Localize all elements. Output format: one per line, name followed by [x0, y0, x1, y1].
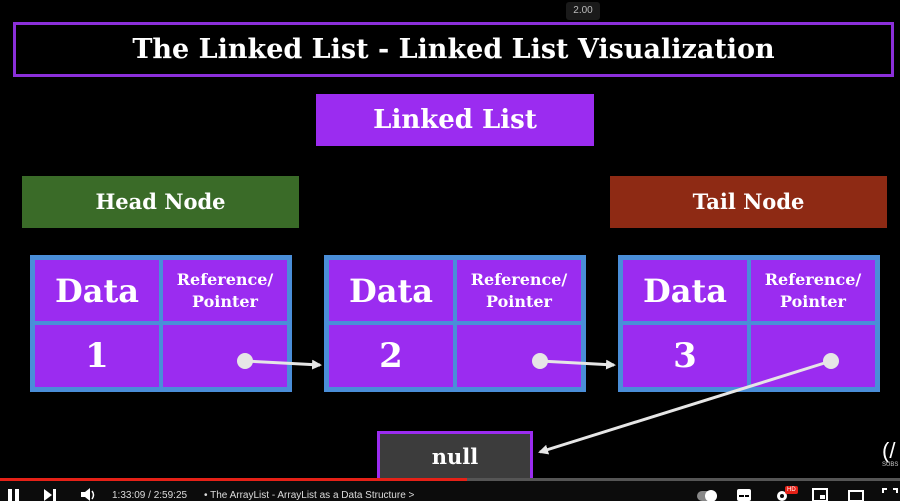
- node-pointer-cell: [749, 323, 877, 389]
- progress-bar-played: [0, 478, 468, 481]
- list-node-2: Data Reference/ Pointer 2: [324, 255, 586, 392]
- theater-mode-icon[interactable]: [848, 487, 864, 501]
- subtitles-icon[interactable]: [736, 487, 752, 501]
- node-value: 3: [621, 323, 749, 389]
- list-node-1: Data Reference/ Pointer 1: [30, 255, 292, 392]
- time-display: 1:33:09 / 2:59:25: [112, 490, 187, 501]
- next-icon[interactable]: [42, 487, 58, 501]
- pause-icon[interactable]: [6, 487, 22, 501]
- autoplay-toggle-icon[interactable]: [696, 487, 718, 501]
- watermark-subtext: SUBS: [882, 462, 899, 468]
- channel-watermark[interactable]: (/ SUBS: [882, 438, 900, 474]
- volume-icon[interactable]: [80, 487, 96, 501]
- chapter-title: The ArrayList - ArrayList as a Data Stru…: [210, 490, 406, 501]
- node-data-header: Data: [33, 258, 161, 323]
- watermark-glyph: (/: [882, 438, 896, 463]
- linked-list-label: Linked List: [316, 94, 594, 146]
- tail-node-label: Tail Node: [610, 176, 887, 228]
- node-value: 1: [33, 323, 161, 389]
- chapter-button[interactable]: • The ArrayList - ArrayList as a Data St…: [204, 490, 414, 501]
- duration: 2:59:25: [153, 490, 188, 501]
- arrow-node3-to-null: [538, 353, 839, 455]
- miniplayer-icon[interactable]: [812, 487, 828, 501]
- node-reference-header: Reference/ Pointer: [455, 258, 583, 323]
- chevron-right-icon: >: [408, 490, 415, 501]
- head-node-label: Head Node: [22, 176, 299, 228]
- fullscreen-icon[interactable]: [882, 487, 898, 501]
- chapter-bullet: •: [204, 490, 208, 501]
- hd-badge: HD: [785, 486, 798, 494]
- settings-gear-icon[interactable]: [774, 487, 790, 501]
- time-separator: /: [148, 490, 151, 501]
- playback-speed-badge: 2.00: [566, 2, 600, 20]
- slide-title: The Linked List - Linked List Visualizat…: [13, 22, 894, 77]
- arrow-node2-to-node3: [532, 353, 616, 370]
- node-pointer-cell: [455, 323, 583, 389]
- arrow-node1-to-node2: [237, 353, 322, 370]
- node-value: 2: [327, 323, 455, 389]
- list-node-3: Data Reference/ Pointer 3: [618, 255, 880, 392]
- node-data-header: Data: [621, 258, 749, 323]
- node-reference-header: Reference/ Pointer: [749, 258, 877, 323]
- player-control-bar: [0, 478, 900, 501]
- current-time: 1:33:09: [112, 490, 146, 501]
- node-data-header: Data: [327, 258, 455, 323]
- node-pointer-cell: [161, 323, 289, 389]
- node-reference-header: Reference/ Pointer: [161, 258, 289, 323]
